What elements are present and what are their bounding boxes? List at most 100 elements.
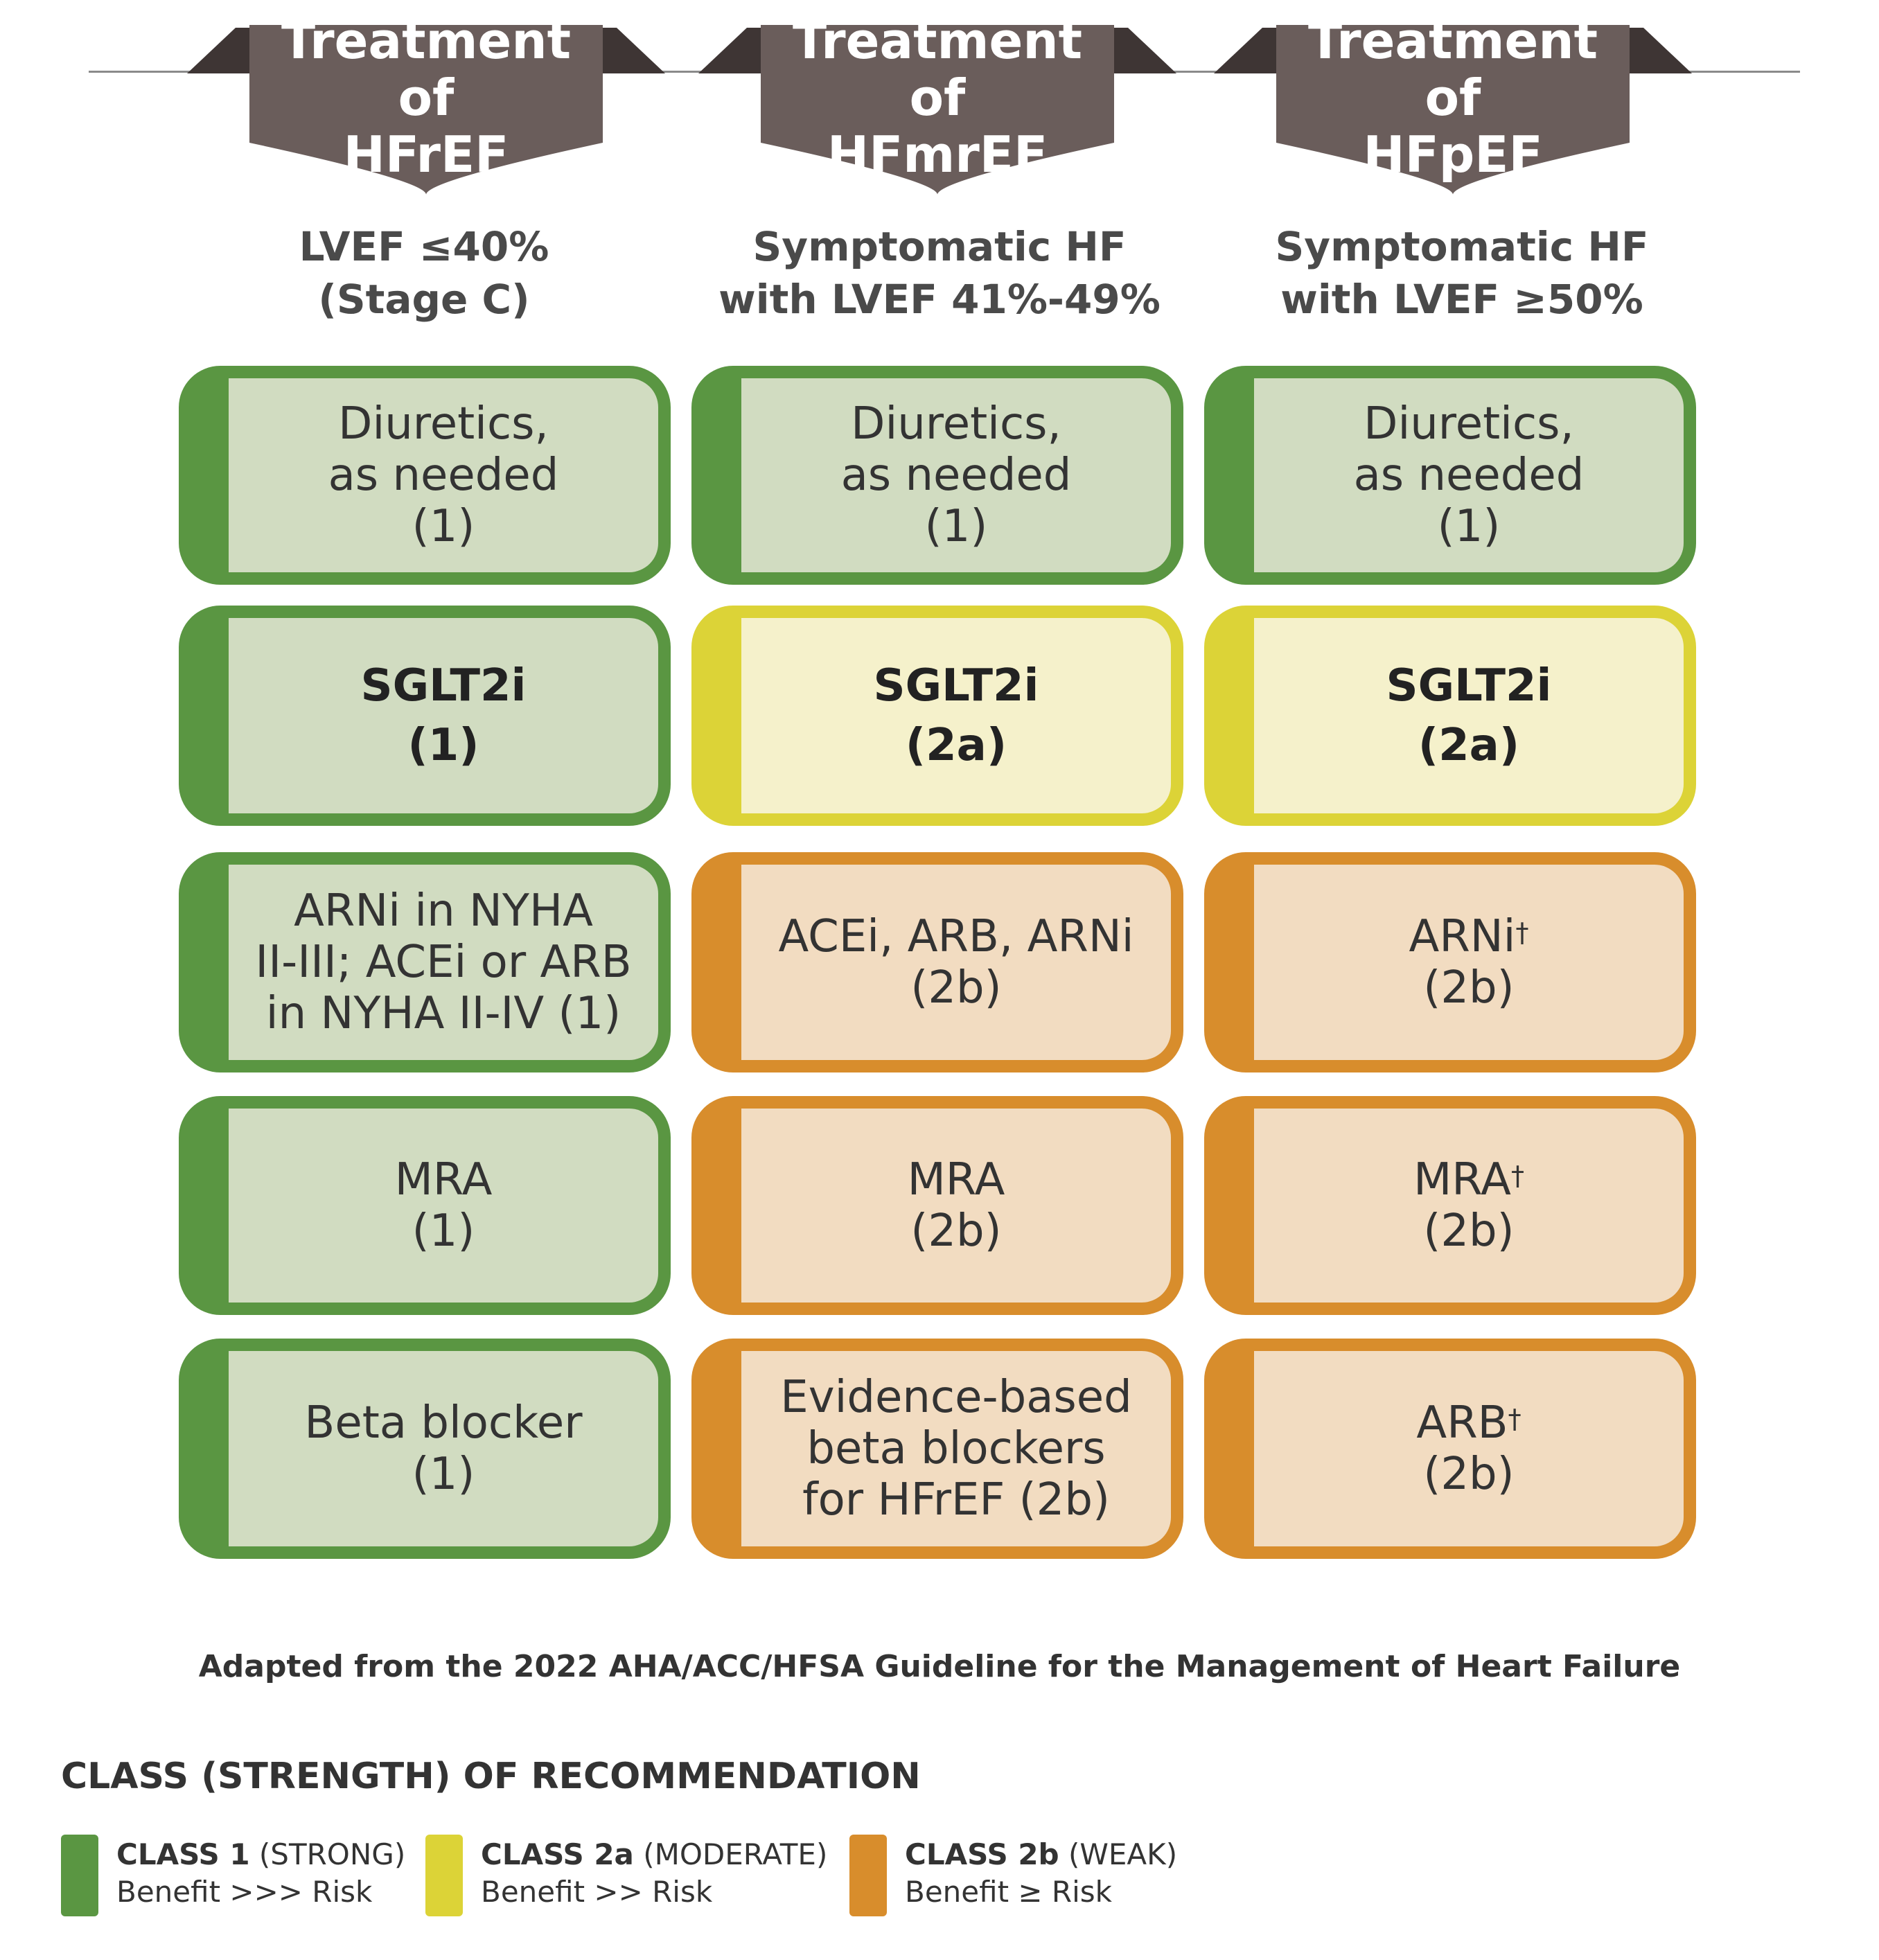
card-line: MRA† [1413, 1154, 1524, 1206]
recommendation-card: Beta blocker(1) [179, 1339, 671, 1559]
banner-hfref: Treatment of HFrEF [187, 12, 665, 198]
card-line: (2b) [1423, 962, 1515, 1014]
card-line: ARB† [1416, 1397, 1521, 1449]
card-line: ARNi in NYHA [294, 885, 593, 937]
card-line: SGLT2i [873, 660, 1039, 712]
legend-detail: Benefit >> Risk [481, 1875, 713, 1909]
card-line: (2a) [905, 720, 1007, 771]
recommendation-card: ARNi†(2b) [1204, 852, 1696, 1072]
card-line: (2b) [910, 1206, 1002, 1257]
card-line: as needed [328, 450, 559, 501]
dagger-mark: † [1508, 1404, 1521, 1434]
card-line: (1) [407, 720, 479, 771]
banner-title-line-1: Treatment of [281, 12, 572, 127]
legend-label: CLASS 2b [905, 1837, 1059, 1871]
card-text: MRA†(2b) [1404, 1154, 1534, 1257]
card-line: II-III; ACEi or ARB [255, 937, 632, 988]
card-line: (1) [412, 1206, 475, 1257]
recommendation-card: MRA(1) [179, 1096, 671, 1315]
card-text: SGLT2i (2a) [1377, 656, 1562, 775]
subtitle-line-2: with LVEF ≥50% [1280, 276, 1643, 323]
legend-detail: Benefit >>> Risk [116, 1875, 373, 1909]
card-text: Diuretics,as needed(1) [1344, 398, 1594, 552]
card-line: MRA [907, 1154, 1005, 1206]
recommendation-card: MRA†(2b) [1204, 1096, 1696, 1315]
card-line: Beta blocker [304, 1397, 583, 1449]
card-text: ARNi†(2b) [1400, 911, 1539, 1014]
source-note: Adapted from the 2022 AHA/ACC/HFSA Guide… [198, 1649, 1681, 1684]
card-line: beta blockers [806, 1423, 1106, 1474]
card-line: (1) [412, 501, 475, 552]
banner-title-line-1: Treatment of [792, 12, 1083, 127]
subtitle-line-1: Symptomatic HF [752, 223, 1127, 270]
banner-title-line-1: Treatment of [1307, 12, 1598, 127]
card-text: Beta blocker(1) [294, 1397, 592, 1500]
recommendation-card: Diuretics,as needed(1) [179, 366, 671, 585]
card-line: for HFrEF (2b) [802, 1474, 1110, 1526]
legend-detail: Benefit ≥ Risk [905, 1875, 1112, 1909]
card-line: (2b) [910, 962, 1002, 1014]
card-line: (2b) [1423, 1449, 1515, 1500]
recommendation-card: SGLT2i (1) [179, 606, 671, 826]
recommendation-card: MRA(2b) [691, 1096, 1183, 1315]
subtitle-line-2: with LVEF 41%-49% [718, 276, 1161, 323]
banner-title-line-2: HFrEF [343, 125, 509, 184]
card-text: SGLT2i (1) [351, 656, 536, 775]
card-line: (1) [1437, 501, 1501, 552]
legend-strength: (STRONG) [258, 1837, 406, 1871]
column-subtitle-hfpef: Symptomatic HF with LVEF ≥50% [1206, 220, 1718, 326]
recommendation-card: ARB†(2b) [1204, 1339, 1696, 1559]
card-line: (1) [924, 501, 988, 552]
card-line: as needed [840, 450, 1072, 501]
card-line: (1) [412, 1449, 475, 1500]
recommendation-card: SGLT2i (2a) [691, 606, 1183, 826]
card-line: MRA [394, 1154, 493, 1206]
card-line: ACEi, ARB, ARNi [778, 911, 1134, 962]
legend-swatch [849, 1835, 887, 1916]
card-line: SGLT2i [360, 660, 527, 712]
recommendation-card: Diuretics,as needed(1) [691, 366, 1183, 585]
card-line: Diuretics, [338, 398, 549, 450]
recommendation-card: SGLT2i (2a) [1204, 606, 1696, 826]
card-text: ACEi, ARB, ARNi(2b) [769, 911, 1144, 1014]
card-text: MRA(1) [385, 1154, 502, 1257]
card-text: Diuretics,as needed(1) [319, 398, 569, 552]
dagger-mark: † [1510, 1160, 1524, 1191]
subtitle-line-1: Symptomatic HF [1275, 223, 1649, 270]
legend-swatch [425, 1835, 463, 1916]
legend-label: CLASS 2a [481, 1837, 634, 1871]
card-text: SGLT2i (2a) [864, 656, 1049, 775]
banner-title-line-2: HFmrEF [827, 125, 1048, 184]
card-line: (2b) [1423, 1206, 1515, 1257]
column-subtitle-hfmref: Symptomatic HF with LVEF 41%-49% [683, 220, 1196, 326]
legend-strength: (WEAK) [1068, 1837, 1178, 1871]
legend-strength: (MODERATE) [643, 1837, 828, 1871]
recommendation-card: Diuretics,as needed(1) [1204, 366, 1696, 585]
card-text: ARB†(2b) [1406, 1397, 1530, 1500]
card-text: Diuretics,as needed(1) [831, 398, 1082, 552]
card-line: Diuretics, [851, 398, 1061, 450]
subtitle-line-1: LVEF ≤40% [299, 223, 549, 270]
card-line: Diuretics, [1364, 398, 1574, 450]
legend-title: CLASS (STRENGTH) OF RECOMMENDATION [61, 1756, 921, 1797]
column-subtitle-hfref: LVEF ≤40% (Stage C) [168, 220, 680, 326]
card-text: MRA(2b) [898, 1154, 1015, 1257]
card-line: SGLT2i [1386, 660, 1552, 712]
card-line: (2a) [1418, 720, 1520, 771]
subtitle-line-2: (Stage C) [318, 276, 530, 323]
recommendation-card: ACEi, ARB, ARNi(2b) [691, 852, 1183, 1072]
banner-title-line-2: HFpEF [1363, 125, 1543, 184]
legend-label: CLASS 1 [116, 1837, 250, 1871]
banner-hfmref: Treatment of HFmrEF [698, 12, 1176, 198]
card-line: ARNi† [1409, 911, 1529, 962]
legend-swatch [61, 1835, 98, 1916]
card-line: Evidence-based [780, 1372, 1132, 1423]
dagger-mark: † [1515, 917, 1529, 948]
card-line: in NYHA II-IV (1) [265, 988, 621, 1039]
card-line: as needed [1353, 450, 1585, 501]
banner-hfpef: Treatment of HFpEF [1214, 12, 1692, 198]
